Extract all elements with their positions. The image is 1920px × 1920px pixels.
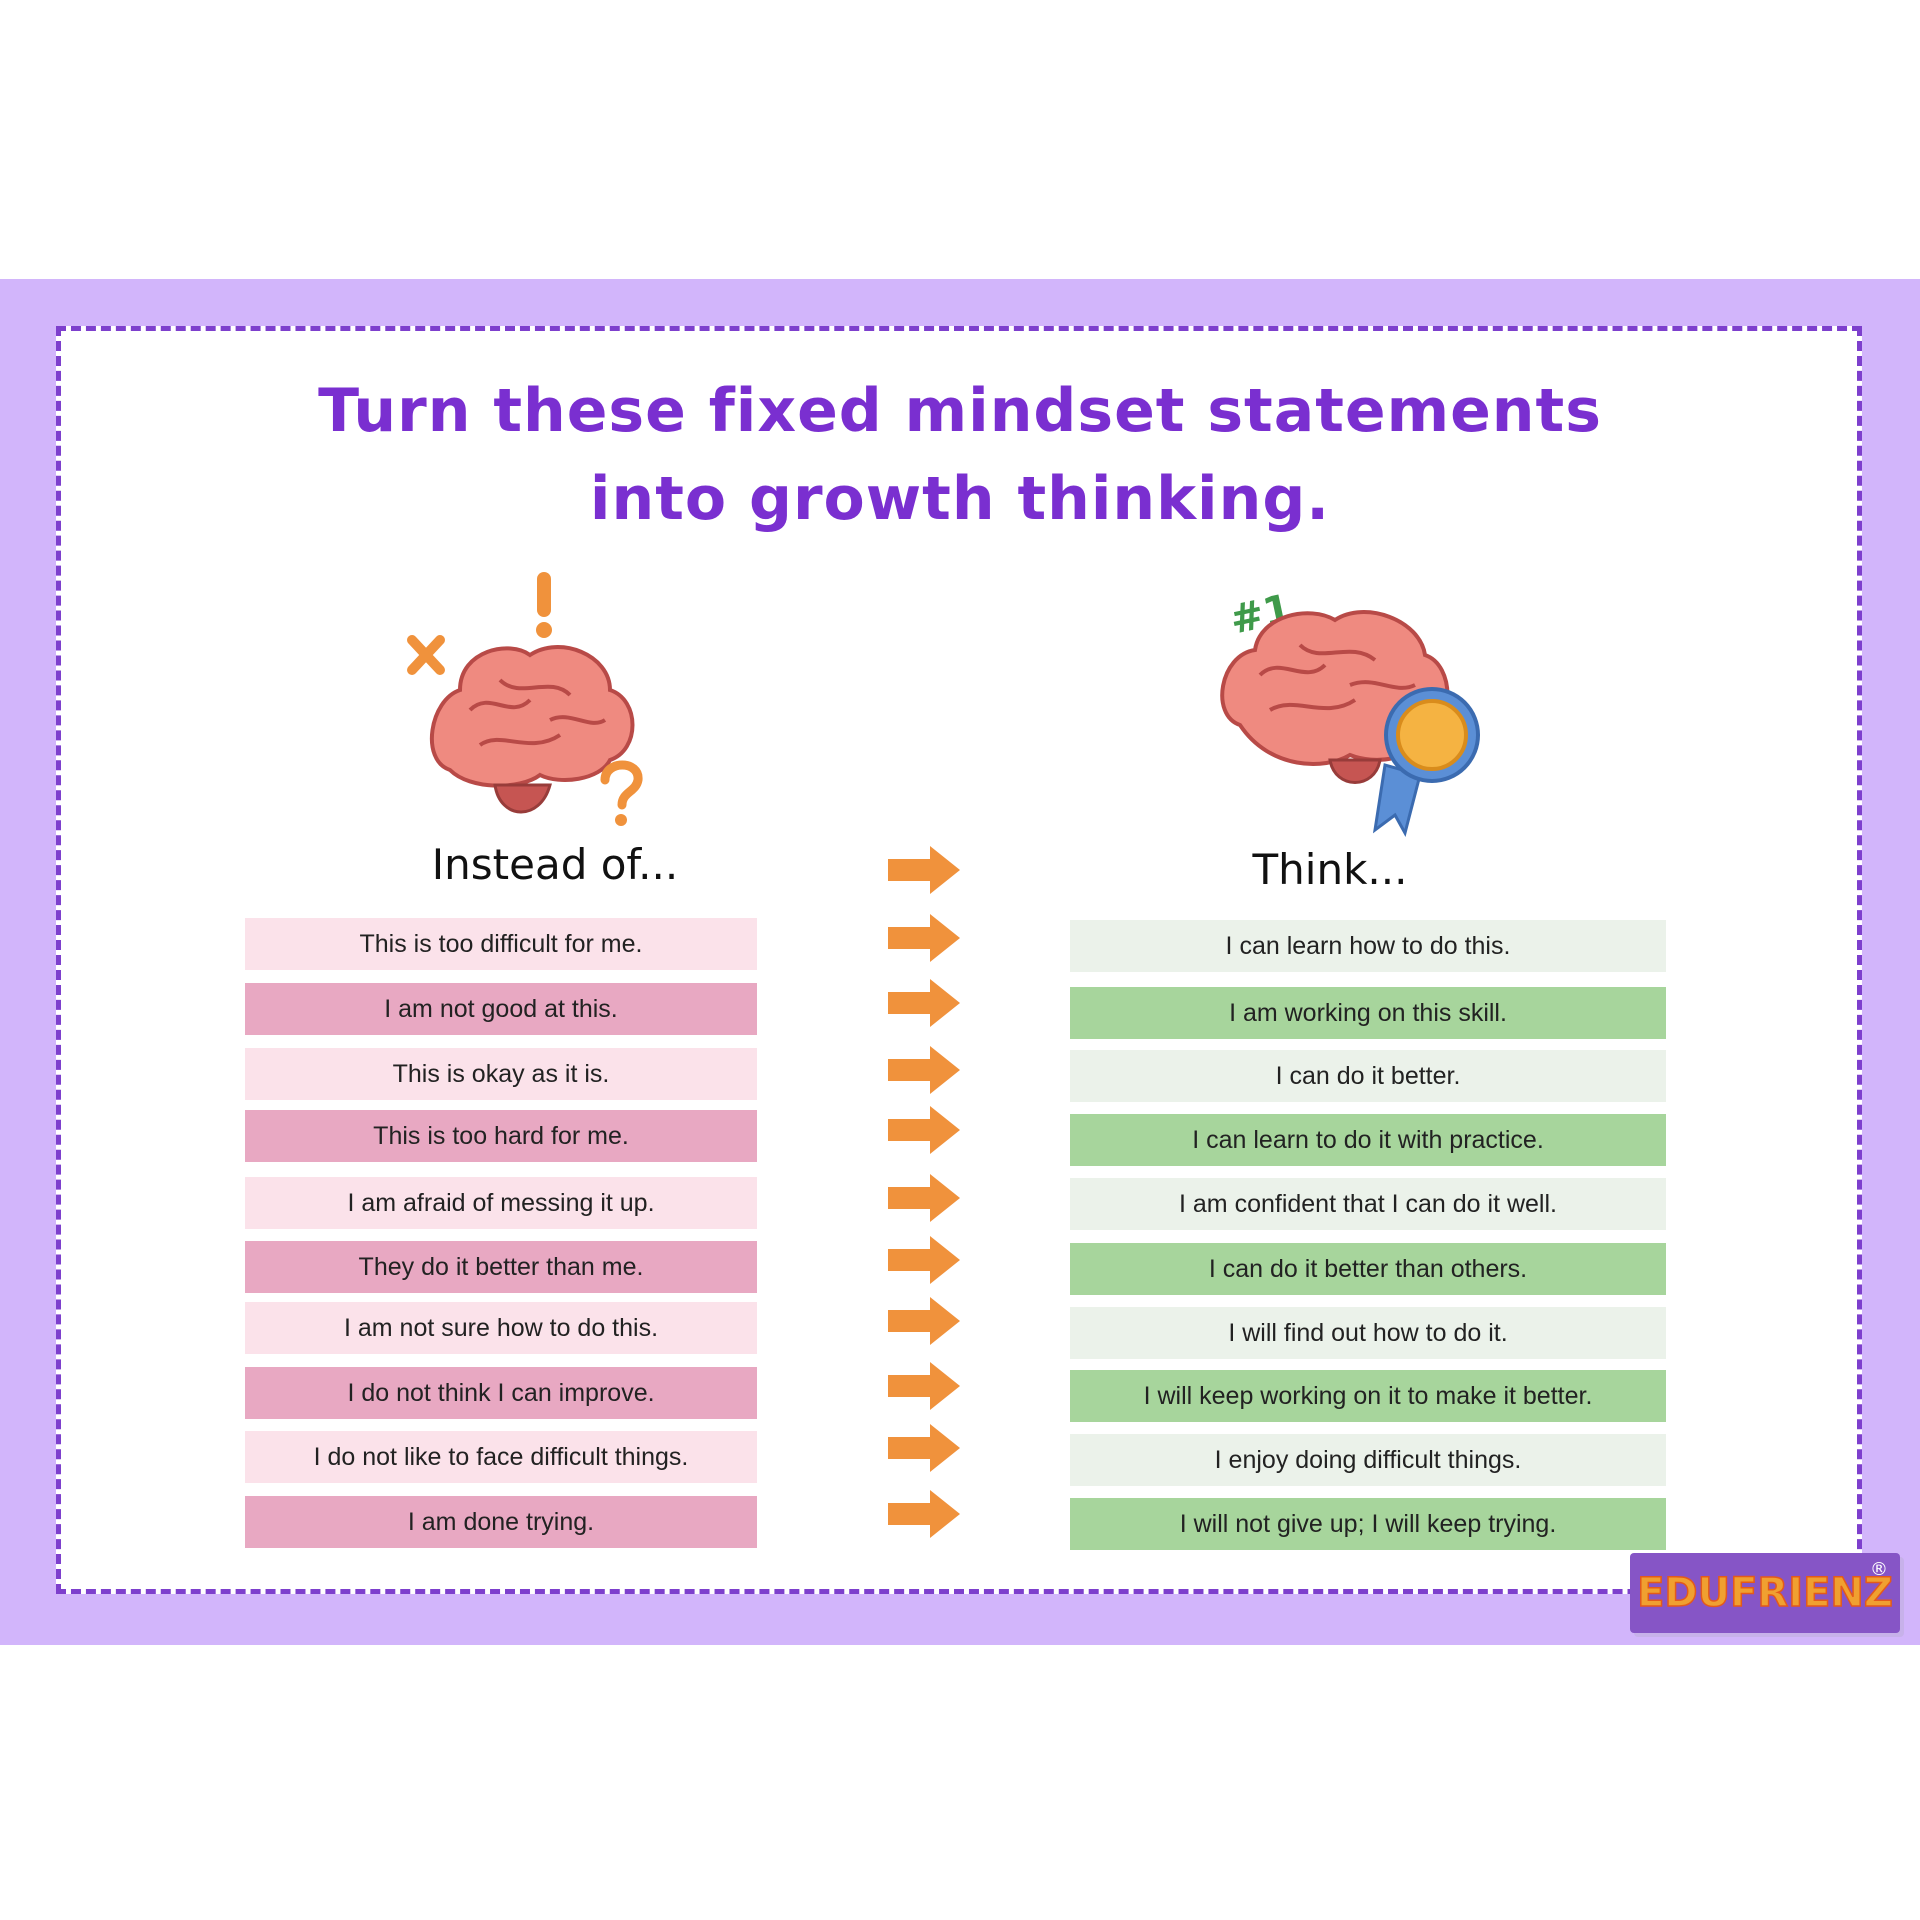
growth-statement-1: I can learn how to do this. [1070, 920, 1666, 972]
ribbon-medal-icon [1372, 687, 1480, 838]
growth-statement-2: I am working on this skill. [1070, 987, 1666, 1039]
fixed-column-header: Instead of... [431, 840, 679, 889]
arrow-icon [888, 1174, 960, 1222]
poster-title: Turn these fixed mindset statements into… [0, 367, 1920, 543]
logo-text: EDUFRIENZ [1636, 1569, 1893, 1617]
fixed-statement-4: This is too hard for me. [245, 1110, 757, 1162]
fixed-statement-5: I am afraid of messing it up. [245, 1177, 757, 1229]
fixed-statement-1: This is too difficult for me. [245, 918, 757, 970]
growth-statement-3: I can do it better. [1070, 1050, 1666, 1102]
arrow-icon [888, 1424, 960, 1472]
arrow-icon [888, 1106, 960, 1154]
title-line-1: Turn these fixed mindset statements [318, 376, 1602, 446]
growth-statement-4: I can learn to do it with practice. [1070, 1114, 1666, 1166]
growth-statement-6: I can do it better than others. [1070, 1243, 1666, 1295]
registered-mark: ® [1870, 1559, 1888, 1580]
arrow-icon [888, 1490, 960, 1538]
fixed-statement-10: I am done trying. [245, 1496, 757, 1548]
fixed-statement-2: I am not good at this. [245, 983, 757, 1035]
growth-statement-7: I will find out how to do it. [1070, 1307, 1666, 1359]
exclamation-icon [536, 572, 552, 638]
fixed-statement-6: They do it better than me. [245, 1241, 757, 1293]
arrow-icon [888, 1362, 960, 1410]
fixed-statement-7: I am not sure how to do this. [245, 1302, 757, 1354]
growth-column-header: Think... [1252, 845, 1408, 894]
question-mark-icon [600, 760, 643, 826]
x-mark-icon [407, 635, 445, 675]
fixed-statement-8: I do not think I can improve. [245, 1367, 757, 1419]
arrow-icon [888, 979, 960, 1027]
arrow-icon [888, 1297, 960, 1345]
arrow-icon [888, 914, 960, 962]
fixed-statement-3: This is okay as it is. [245, 1048, 757, 1100]
growth-statement-10: I will not give up; I will keep trying. [1070, 1498, 1666, 1550]
growth-statement-9: I enjoy doing difficult things. [1070, 1434, 1666, 1486]
arrow-icon [888, 1046, 960, 1094]
edufrienz-logo: EDUFRIENZ ® [1630, 1553, 1900, 1633]
arrow-icon [888, 1236, 960, 1284]
growth-statement-5: I am confident that I can do it well. [1070, 1178, 1666, 1230]
title-line-2: into growth thinking. [589, 464, 1331, 534]
fixed-statement-9: I do not like to face difficult things. [245, 1431, 757, 1483]
confused-brain-icon [407, 572, 643, 826]
header-arrow-icon [888, 846, 960, 894]
confident-brain-icon: #1 [1220, 586, 1480, 838]
growth-statement-8: I will keep working on it to make it bet… [1070, 1370, 1666, 1422]
